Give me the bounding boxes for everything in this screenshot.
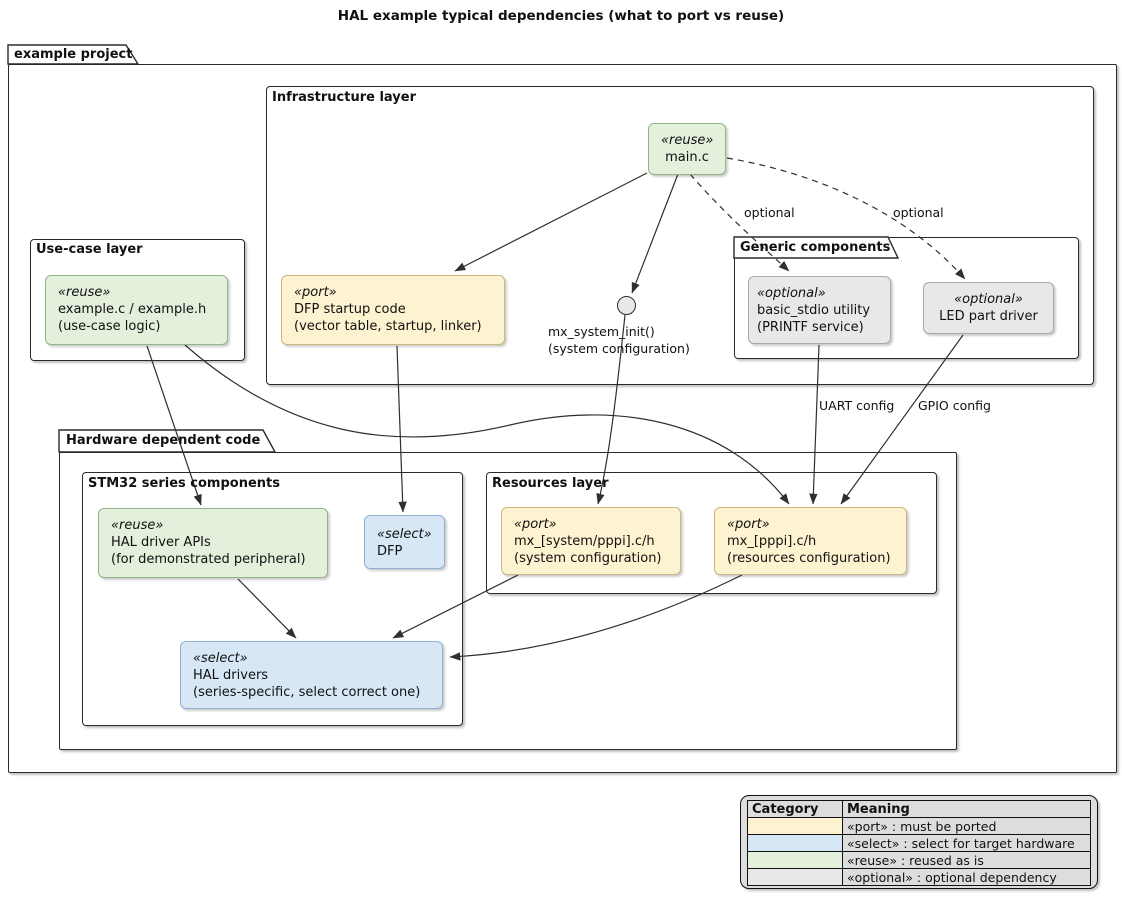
node-dfp-startup-line2: (vector table, startup, linker) (294, 319, 482, 334)
edge-mx-system-to-hal-drivers (392, 574, 519, 639)
edge-hal-apis-to-hal-drivers (237, 578, 297, 639)
node-hal-drivers: «select» HAL drivers (series-specific, s… (180, 641, 443, 709)
edge-example-to-hal-apis (146, 345, 202, 506)
node-basic-stdio-line2: (PRINTF service) (757, 320, 864, 335)
node-hal-drivers-stereotype: «select» (193, 651, 248, 666)
legend-header-meaning: Meaning (842, 800, 1091, 818)
edge-main-to-led-driver-dashed (726, 157, 966, 280)
legend: Category Meaning «port» : must be ported… (740, 795, 1098, 889)
frame-resources-title: Resources layer (492, 476, 609, 491)
node-mx-system-pppi: «port» mx_[system/pppi].c/h (system conf… (501, 507, 681, 575)
node-mx-system-line1: mx_[system/pppi].c/h (514, 534, 655, 549)
legend-meaning-optional: «optional» : optional dependency (842, 868, 1091, 886)
node-dfp-select-line1: DFP (377, 544, 403, 559)
frame-use-case-title: Use-case layer (36, 242, 143, 257)
node-hal-driver-apis: «reuse» HAL driver APIs (for demonstrate… (98, 508, 328, 578)
node-example-c-line2: (use-case logic) (58, 319, 161, 334)
legend-swatch-select (747, 834, 843, 852)
legend-swatch-port (747, 817, 843, 835)
frame-stm32-title: STM32 series components (88, 476, 280, 491)
legend-row-select: «select» : select for target hardware (747, 834, 1091, 852)
node-main-c: «reuse» main.c (648, 123, 726, 175)
node-led-driver-stereotype: «optional» (954, 292, 1023, 307)
legend-swatch-optional (747, 868, 843, 886)
node-mx-pppi-stereotype: «port» (727, 517, 770, 532)
node-hal-apis-line2: (for demonstrated peripheral) (111, 552, 306, 567)
legend-row-reuse: «reuse» : reused as is (747, 851, 1091, 869)
interface-label: mx_system_init() (system configuration) (548, 323, 690, 357)
node-dfp-select: «select» DFP (364, 515, 445, 569)
edge-label-optional-led: optional (893, 205, 944, 220)
node-dfp-startup-stereotype: «port» (294, 285, 337, 300)
package-example-project-title: example project (14, 47, 133, 62)
node-dfp-select-stereotype: «select» (377, 527, 432, 542)
node-hal-drivers-line1: HAL drivers (193, 668, 269, 683)
node-mx-pppi: «port» mx_[pppi].c/h (resources configur… (714, 507, 907, 575)
node-example-c-stereotype: «reuse» (58, 285, 111, 300)
legend-meaning-port: «port» : must be ported (842, 817, 1091, 835)
edge-led-driver-to-mx-pppi (840, 334, 964, 505)
node-basic-stdio: «optional» basic_stdio utility (PRINTF s… (748, 276, 891, 344)
legend-swatch-reuse (747, 851, 843, 869)
legend-header-category: Category (747, 800, 843, 818)
edge-basic-stdio-to-mx-pppi (809, 344, 820, 505)
diagram-title: HAL example typical dependencies (what t… (337, 8, 785, 24)
interface-lollipop (617, 296, 636, 315)
node-mx-system-stereotype: «port» (514, 517, 557, 532)
interface-label-name: mx_system_init() (548, 324, 655, 339)
node-example-c-line1: example.c / example.h (58, 302, 207, 317)
legend-row-optional: «optional» : optional dependency (747, 868, 1091, 886)
node-basic-stdio-stereotype: «optional» (757, 286, 826, 301)
legend-meaning-select: «select» : select for target hardware (842, 834, 1091, 852)
node-mx-system-line2: (system configuration) (514, 551, 662, 566)
legend-table: Category Meaning «port» : must be ported… (747, 800, 1091, 886)
node-mx-pppi-line1: mx_[pppi].c/h (727, 534, 817, 549)
interface-label-desc: (system configuration) (548, 341, 690, 356)
edge-label-uart-config: UART config (819, 398, 895, 413)
tab-example-project (7, 44, 140, 65)
node-mx-pppi-line2: (resources configuration) (727, 551, 891, 566)
edge-label-optional-stdio: optional (744, 205, 795, 220)
edge-mx-pppi-to-hal-drivers (449, 574, 743, 661)
node-main-c-stereotype: «reuse» (661, 133, 714, 148)
legend-row-port: «port» : must be ported (747, 817, 1091, 835)
node-hal-apis-line1: HAL driver APIs (111, 535, 211, 550)
node-dfp-startup-line1: DFP startup code (294, 302, 406, 317)
frame-generic-components-title: Generic components (740, 240, 891, 255)
node-hal-drivers-line2: (series-specific, select correct one) (193, 685, 421, 700)
node-main-c-label: main.c (665, 150, 709, 165)
tab-generic-components (733, 236, 900, 259)
edge-example-to-mx-pppi (184, 344, 790, 505)
tab-hardware-dependent-code (58, 429, 277, 453)
edge-main-to-basic-stdio-dashed (689, 173, 790, 272)
edge-main-to-dfp-startup (454, 172, 648, 272)
node-led-driver-line1: LED part driver (939, 309, 1038, 324)
edge-label-gpio-config: GPIO config (918, 398, 991, 413)
node-example-c: «reuse» example.c / example.h (use-case … (45, 275, 228, 345)
node-hal-apis-stereotype: «reuse» (111, 518, 164, 533)
package-hardware-dependent-title: Hardware dependent code (66, 433, 261, 448)
frame-infrastructure-title: Infrastructure layer (272, 90, 417, 105)
node-dfp-startup-code: «port» DFP startup code (vector table, s… (281, 275, 505, 345)
legend-meaning-reuse: «reuse» : reused as is (842, 851, 1091, 869)
edge-dfp-startup-to-dfp-select (396, 345, 407, 513)
node-basic-stdio-line1: basic_stdio utility (757, 303, 871, 318)
node-led-part-driver: «optional» LED part driver (923, 282, 1054, 334)
edge-main-to-mx-system-init (631, 173, 679, 294)
